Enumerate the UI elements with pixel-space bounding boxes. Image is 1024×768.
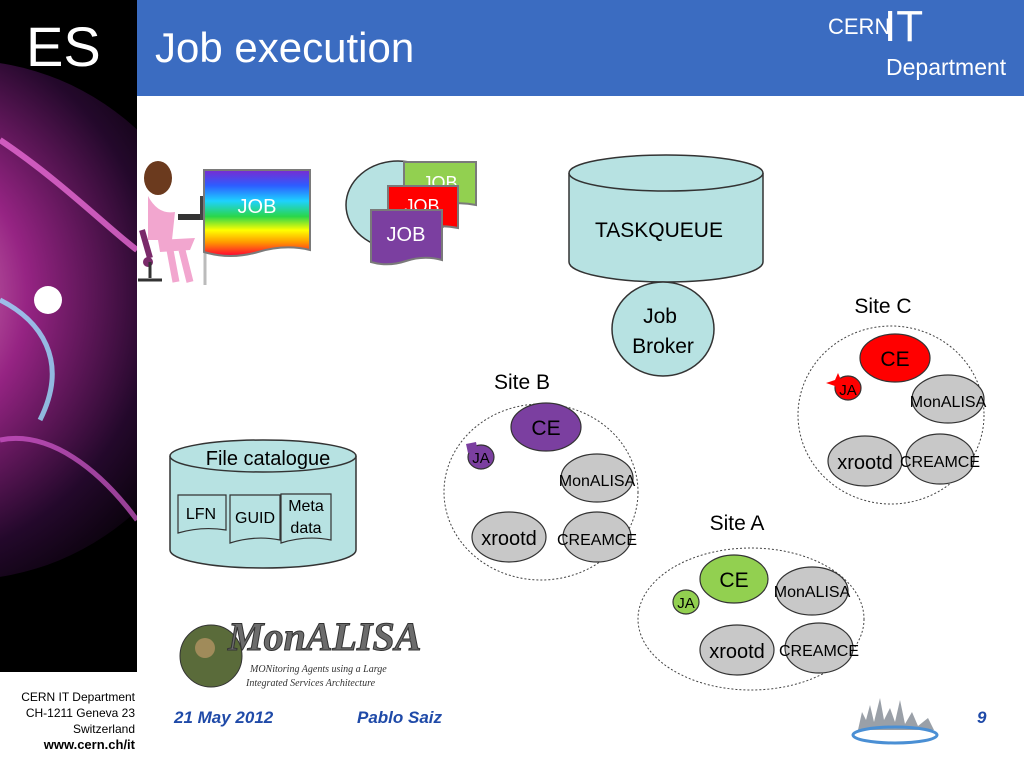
footer-org-line1: CERN IT Department [21, 690, 135, 704]
metadata-doc-icon [280, 493, 332, 544]
site-c-xrootd-node [827, 435, 903, 487]
job-card-purple [370, 209, 443, 266]
monalisa-tagline-1: MONitoring Agents using a Large [249, 664, 387, 675]
site-c-label: Site C [854, 295, 911, 318]
left-decorative-strip [0, 0, 137, 672]
footer-org-line2: CH-1211 Geneva 23 [25, 706, 135, 720]
file-catalogue-label: File catalogue [206, 448, 331, 470]
metadata-label-line2: data [290, 520, 321, 537]
department-logo-text: Department [886, 54, 1007, 80]
site-c-ce-node [859, 333, 931, 383]
site-a-label: Site A [710, 512, 765, 535]
site-a-ce-label: CE [719, 569, 748, 592]
site-a-creamce-node [784, 622, 854, 674]
site-b-creamce-label: CREAMCE [557, 532, 637, 549]
chep-logo [851, 698, 939, 745]
plasma-ball-graphic [0, 0, 137, 672]
site-c-job-spark-icon [826, 373, 850, 393]
footer-page-number: 9 [977, 708, 987, 727]
site-b-ce-label: CE [531, 417, 560, 440]
job-purple-label: JOB [387, 224, 426, 246]
site-c-monalisa-label: MonALISA [910, 394, 987, 411]
metadata-label-line1: Meta [288, 498, 324, 515]
site-b-label: Site B [494, 371, 550, 394]
slide-title: Job execution [155, 24, 415, 71]
site-b-boundary [443, 403, 639, 581]
monalisa-logo [179, 624, 243, 688]
job-rainbow-card [203, 169, 311, 257]
site-a-xrootd-node [699, 624, 775, 676]
site-a-ce-node [699, 554, 769, 604]
site-b-ja-label: JA [472, 450, 490, 467]
site-a-monalisa-node [775, 566, 849, 616]
site-a-xrootd-label: xrootd [709, 641, 765, 663]
footer-date: 21 May 2012 [174, 708, 274, 727]
monalisa-logo-text: MonALISA [227, 614, 421, 659]
job-broker-label-line2: Broker [632, 335, 694, 358]
site-c-monalisa-node [911, 374, 985, 424]
site-c-creamce-node [905, 433, 975, 485]
taskqueue-label: TASKQUEUE [595, 219, 723, 242]
site-a-ja-node [672, 589, 700, 615]
site-b-creamce-node [562, 511, 632, 563]
guid-doc-icon [229, 494, 281, 544]
site-a-monalisa-label: MonALISA [774, 584, 851, 601]
taskqueue-cylinder [568, 154, 764, 283]
site-c-creamce-label: CREAMCE [900, 454, 980, 471]
guid-label: GUID [235, 510, 275, 527]
footer-author: Pablo Saiz [357, 708, 443, 727]
footer-url-link[interactable]: www.cern.ch/it [43, 737, 135, 752]
site-b-monalisa-label: MonALISA [559, 473, 636, 490]
site-a-boundary [637, 547, 865, 691]
user-at-computer-icon [138, 161, 207, 285]
job-rainbow-label: JOB [238, 196, 277, 218]
site-c-ce-label: CE [880, 348, 909, 371]
site-b-xrootd-label: xrootd [481, 528, 537, 550]
site-a-creamce-label: CREAMCE [779, 643, 859, 660]
monalisa-tagline-2: Integrated Services Architecture [245, 678, 376, 689]
cern-logo-text: CERN [828, 14, 891, 39]
site-b-ce-node [510, 402, 582, 452]
site-c-ja-label: JA [839, 382, 857, 399]
it-logo-text: IT [884, 2, 924, 51]
site-c-xrootd-label: xrootd [837, 452, 893, 474]
footer-org-line3: Switzerland [72, 722, 135, 736]
section-badge: ES [26, 15, 101, 78]
site-b-job-marker-icon [466, 442, 478, 453]
lfn-doc-icon [177, 494, 227, 534]
lfn-label: LFN [186, 506, 216, 523]
site-b-monalisa-node [560, 453, 634, 503]
site-b-xrootd-node [471, 511, 547, 563]
site-a-ja-label: JA [677, 595, 695, 612]
job-broker-node [611, 281, 715, 377]
job-broker-label-line1: Job [643, 305, 677, 328]
header-bar [137, 0, 1024, 96]
site-c-boundary [797, 325, 985, 505]
